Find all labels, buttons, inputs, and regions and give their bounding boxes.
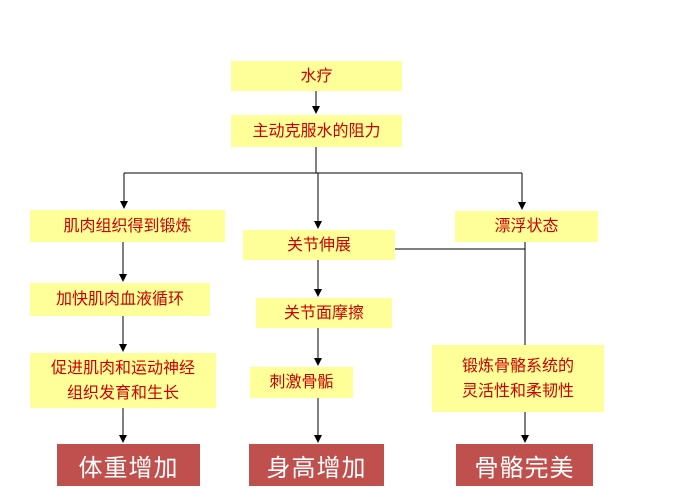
result-weight-gain: 体重增加 — [57, 444, 200, 486]
node-joint-extension-label: 关节伸展 — [286, 234, 351, 254]
node-blood-circulation: 加快肌肉血液循环 — [30, 283, 210, 316]
result-height-gain-label: 身高增加 — [266, 453, 367, 482]
result-bone-perfect: 骨骼完美 — [456, 444, 593, 486]
node-joint-friction-label: 关节面摩擦 — [283, 302, 364, 322]
node-overcome-water-resistance-label: 主动克服水的阻力 — [252, 120, 381, 140]
node-promote-development-line2: 组织发育和生长 — [66, 382, 179, 402]
node-blood-circulation-label: 加快肌肉血液循环 — [55, 289, 184, 309]
result-bone-perfect-label: 骨骼完美 — [474, 453, 575, 482]
node-floating-state-label: 漂浮状态 — [494, 216, 559, 236]
result-height-gain: 身高增加 — [249, 444, 384, 486]
node-bone-system-flexibility: 锻炼骨骼系统的 灵活性和柔韧性 — [432, 345, 604, 412]
node-stimulate-epiphysis-label: 刺激骨骺 — [269, 372, 334, 392]
node-floating-state: 漂浮状态 — [455, 211, 598, 242]
node-promote-development-line1: 促进肌肉和运动神经 — [50, 357, 195, 377]
node-promote-development: 促进肌肉和运动神经 组织发育和生长 — [30, 353, 216, 408]
node-water-therapy-label: 水疗 — [300, 65, 333, 85]
node-muscle-exercise-label: 肌肉组织得到锻炼 — [63, 215, 192, 235]
node-joint-friction: 关节面摩擦 — [256, 298, 392, 328]
node-muscle-exercise: 肌肉组织得到锻炼 — [30, 210, 225, 242]
result-weight-gain-label: 体重增加 — [78, 453, 179, 482]
node-stimulate-epiphysis: 刺激骨骺 — [250, 367, 353, 398]
node-bone-system-flexibility-line1: 锻炼骨骼系统的 — [461, 355, 574, 375]
node-joint-extension: 关节伸展 — [243, 230, 395, 260]
node-overcome-water-resistance: 主动克服水的阻力 — [231, 115, 402, 147]
node-bone-system-flexibility-line2: 灵活性和柔韧性 — [461, 380, 574, 400]
node-water-therapy: 水疗 — [231, 61, 402, 91]
